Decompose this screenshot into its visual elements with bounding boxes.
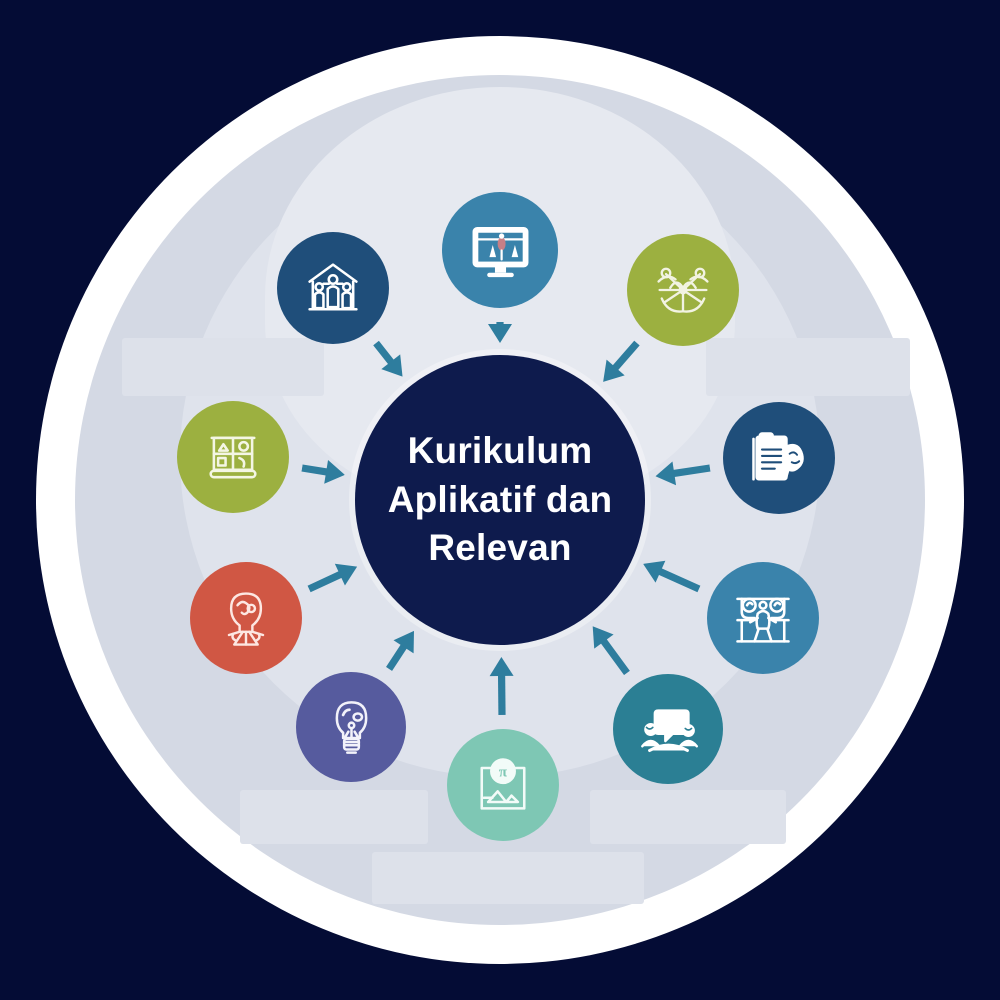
clipboard-brain-icon xyxy=(745,424,813,492)
node-network[interactable] xyxy=(627,234,739,346)
caption-placeholder xyxy=(706,338,910,396)
presentation-image-icon: π xyxy=(469,751,537,819)
discussion-bubble-icon xyxy=(635,696,702,763)
desk-workspace-icon xyxy=(729,584,797,652)
svg-text:π: π xyxy=(499,765,507,781)
network-nodes-icon xyxy=(649,256,717,324)
node-book-plan[interactable] xyxy=(177,401,289,513)
node-discussion[interactable] xyxy=(613,674,723,784)
center-hub-label: Kurikulum Aplikatif dan Relevan xyxy=(387,429,613,569)
node-lightbulb[interactable] xyxy=(296,672,406,782)
center-hub[interactable]: Kurikulum Aplikatif dan Relevan xyxy=(355,355,645,645)
node-team-house[interactable] xyxy=(277,232,389,344)
caption-placeholder xyxy=(590,790,786,844)
book-blueprint-icon xyxy=(199,423,267,491)
arrow-presentation-to-center xyxy=(487,656,518,716)
caption-placeholder xyxy=(240,790,428,844)
arrow-monitor-to-center xyxy=(485,322,515,343)
node-figure[interactable] xyxy=(190,562,302,674)
caption-placeholder xyxy=(372,852,644,904)
lightbulb-idea-icon xyxy=(318,694,385,761)
caption-placeholder xyxy=(122,338,324,396)
arrow-discussion-to-center xyxy=(581,618,640,683)
person-figure-icon xyxy=(212,584,280,652)
team-house-icon xyxy=(299,254,367,322)
arrow-book-plan-to-center xyxy=(300,453,348,490)
node-workspace[interactable] xyxy=(707,562,819,674)
arrow-network-to-center xyxy=(592,333,648,392)
node-presentation[interactable]: π xyxy=(447,729,559,841)
arrow-clipboard-brain-to-center xyxy=(653,454,712,492)
monitor-people-icon xyxy=(465,215,536,286)
arrow-lightbulb-to-center xyxy=(376,623,426,678)
arrow-team-house-to-center xyxy=(365,334,415,386)
node-monitor[interactable] xyxy=(442,192,558,308)
arrow-workspace-to-center xyxy=(637,551,705,603)
node-clipboard-brain[interactable] xyxy=(723,402,835,514)
arrow-figure-to-center xyxy=(303,553,364,603)
